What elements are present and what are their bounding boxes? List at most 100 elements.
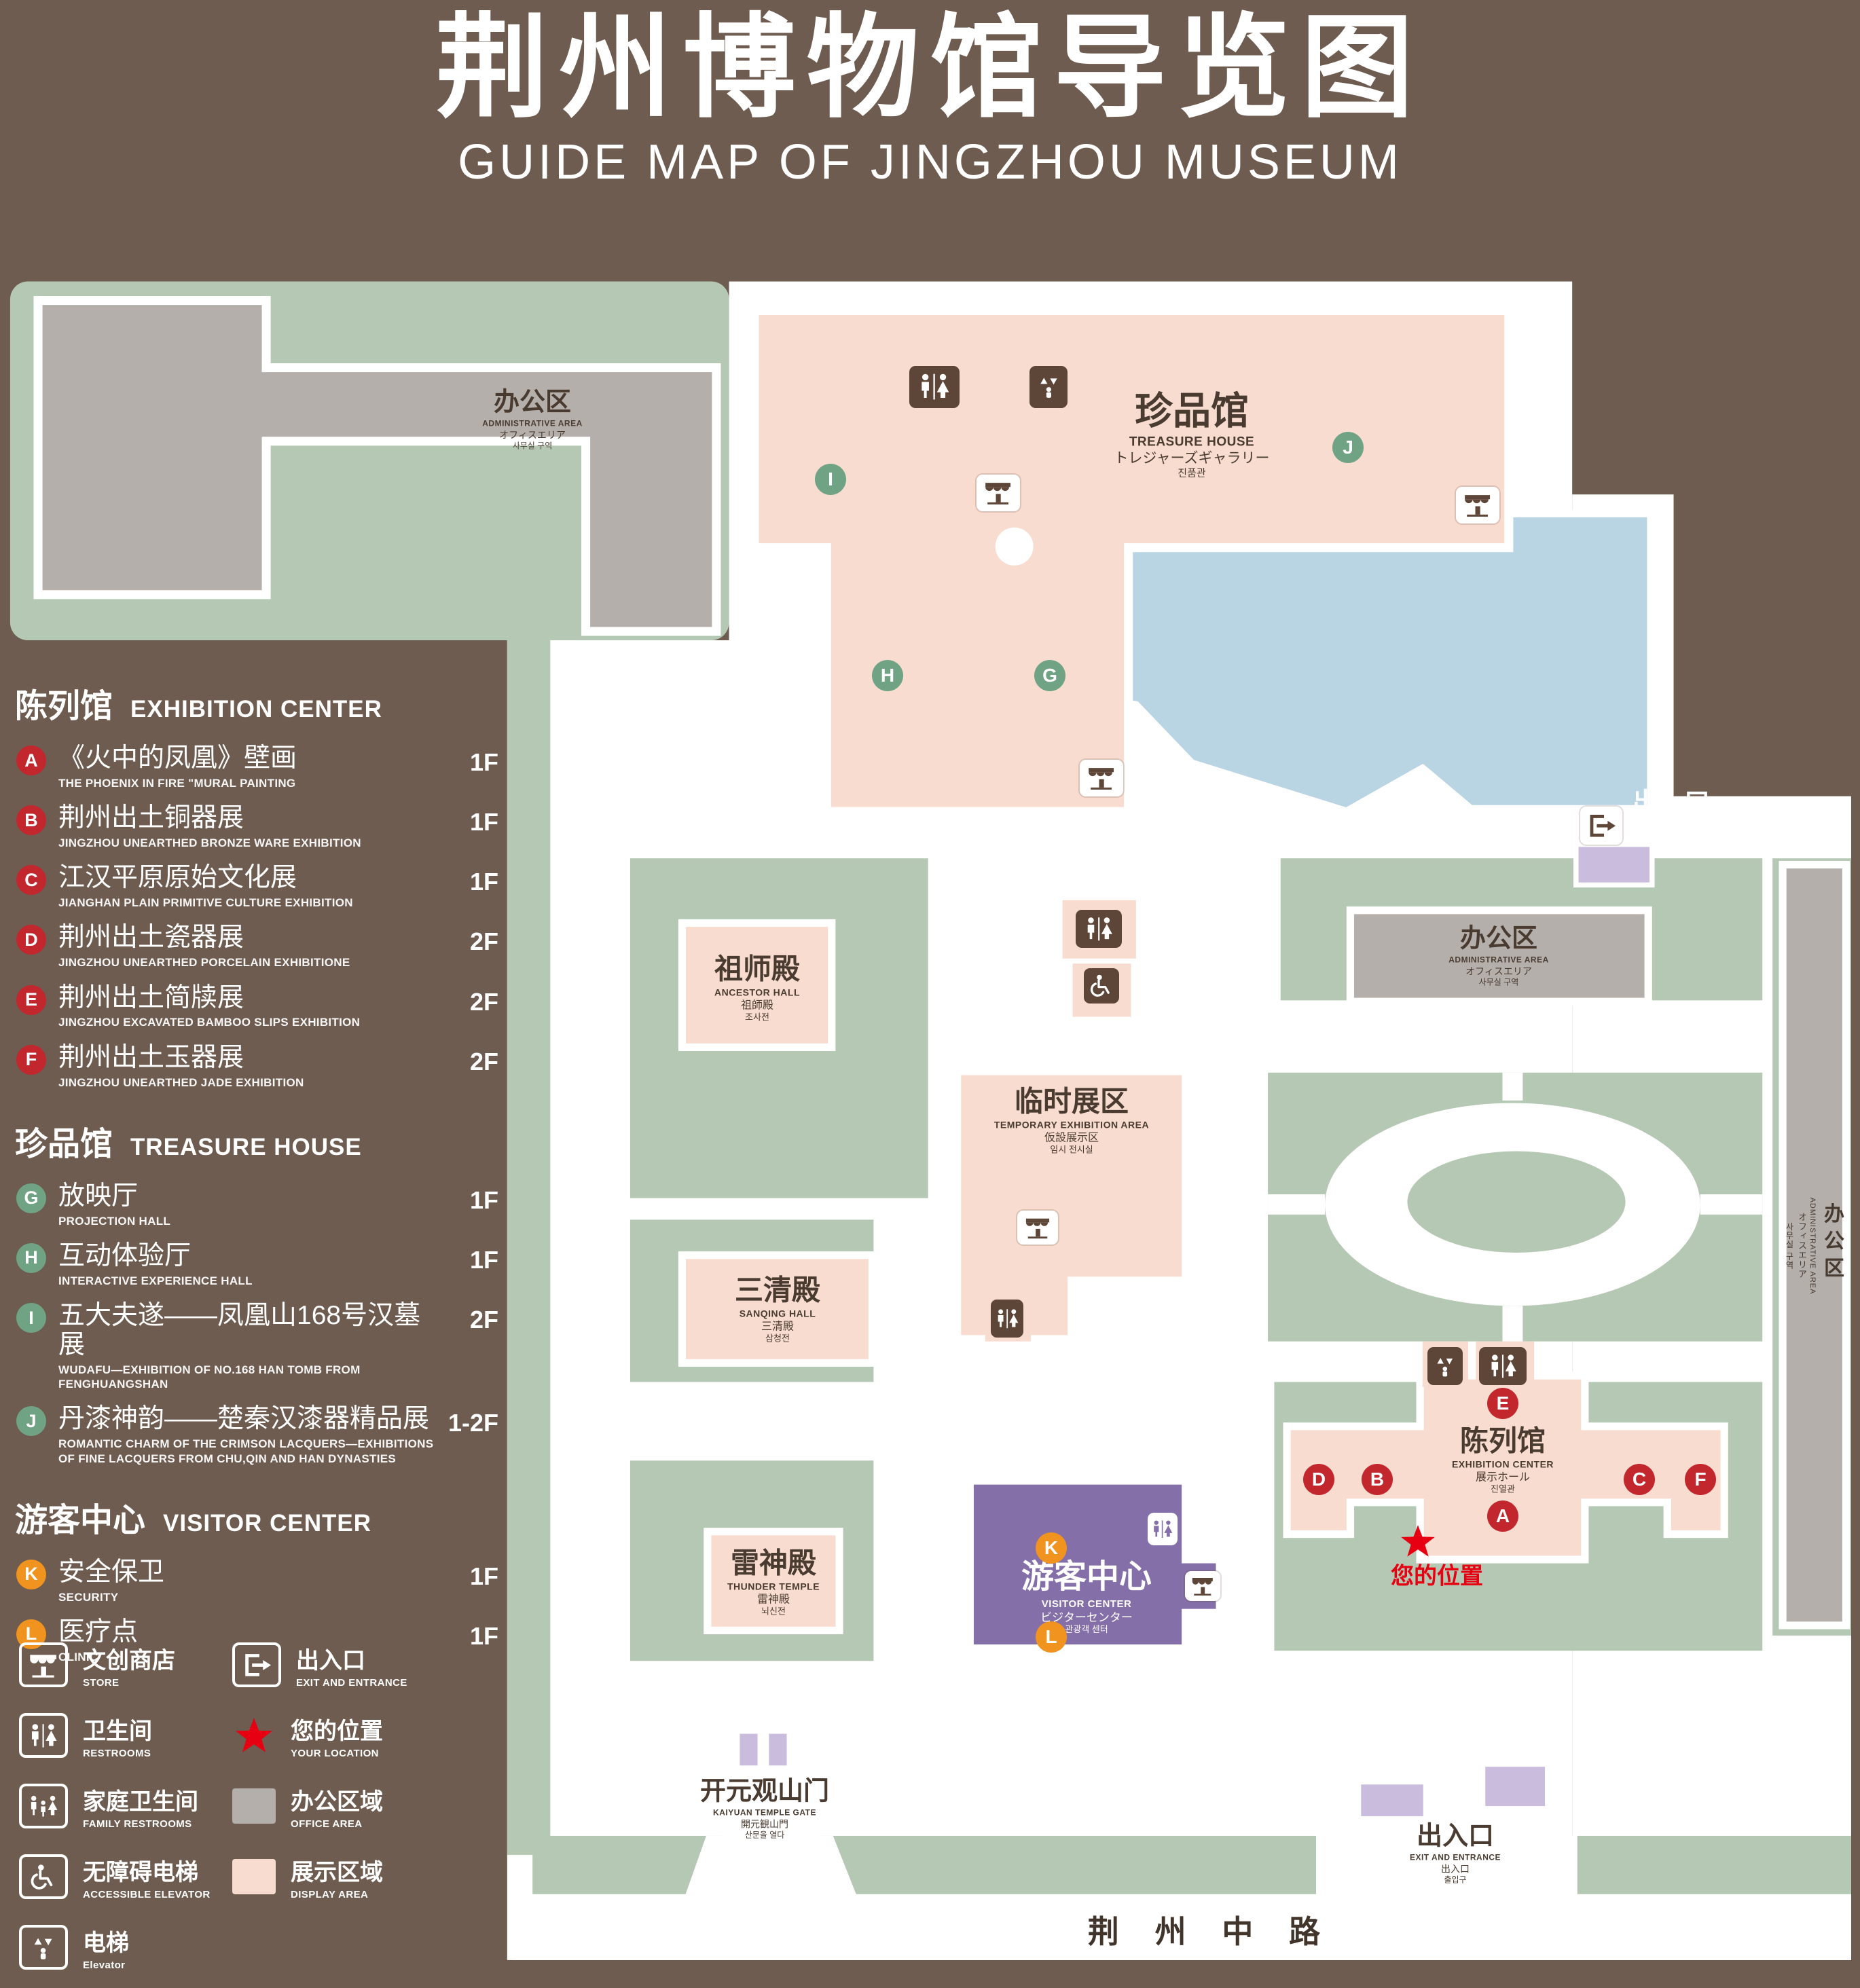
label-road: 荆 州 中 路 (1087, 1914, 1334, 1949)
label-thunder-temple: 雷神殿 THUNDER TEMPLE 雷神殿 뇌신전 (727, 1547, 820, 1617)
legend-item-e: E 荆州出土简牍展 JINGZHOU EXCAVATED BAMBOO SLIP… (15, 983, 498, 1030)
legend-item-j: J 丹漆神韵——楚秦汉漆器精品展 ROMANTIC CHARM OF THE C… (15, 1405, 498, 1465)
label-admin-se: 办公区 ADMINISTRATIVE AREA オフィスエリア 사무실 구역 (1785, 1197, 1843, 1295)
legend-item-f: F 荆州出土玉器展 JINGZHOU UNEARTHED JADE EXHIBI… (15, 1043, 498, 1090)
label-exhibition-center: 陈列馆 EXHIBITION CENTER 展示ホール 진열관 (1451, 1424, 1554, 1494)
floor-badge: 2F (469, 1047, 498, 1075)
gate-and-exit-paths (685, 1835, 1578, 1897)
marker-f: F (16, 1044, 46, 1075)
building-treasure-house (750, 306, 1514, 816)
legend-symbol-exit: 出入口 EXIT AND ENTRANCE (232, 1630, 504, 1700)
label-sanqing-hall: 三清殿 SANQING HALL 三清殿 삼청전 (734, 1274, 821, 1344)
marker-d: D (1303, 1464, 1334, 1495)
floor-badge: 1F (469, 748, 498, 776)
legend-symbol-restrooms: 卫生间 RESTROOMS (19, 1700, 243, 1771)
legend-item-a: A 《火中的凤凰》壁画 THE PHOENIX IN FIRE "MURAL P… (15, 743, 498, 790)
legend-item-i: I 五大夫遂——凤凰山168号汉墓展 WUDAFU—EXHIBITION OF … (15, 1301, 498, 1391)
label-ancestor-hall: 祖师殿 ANCESTOR HALL 祖師殿 조사전 (714, 953, 801, 1023)
restroom-icon (991, 1300, 1023, 1338)
legend-item-b: B 荆州出土铜器展 JINGZHOU UNEARTHED BRONZE WARE… (15, 803, 498, 850)
marker-e: E (1487, 1388, 1518, 1419)
floor-badge: 1-2F (448, 1409, 498, 1437)
legend-symbols-col-1: 文创商店 STORE 卫生间 RESTROOMS 家庭卫生间 FAMILY RE… (19, 1630, 243, 1983)
legend-section-header: 陈列馆 EXHIBITION CENTER (15, 688, 382, 724)
legend-symbol-display-area: 展示区域 DISPLAY AREA (232, 1841, 504, 1912)
legend-item-k: K 安全保卫 SECURITY 1F (15, 1558, 498, 1604)
legend-item-g: G 放映厅 PROJECTION HALL 1F (15, 1181, 498, 1228)
building-admin-se (1779, 860, 1850, 1630)
floor-badge: 2F (469, 987, 498, 1016)
family-restroom-icon (19, 1784, 68, 1828)
floor-badge: 1F (469, 1562, 498, 1590)
header: 荆州博物馆导览图 GUIDE MAP OF JINGZHOU MUSEUM (0, 5, 1860, 190)
building-exhibition-center (1283, 1372, 1728, 1564)
road (512, 1894, 1851, 1960)
office-buildings (33, 296, 1850, 1630)
store-icon (1185, 1571, 1220, 1601)
marker-k: K (1036, 1532, 1067, 1564)
your-location-star-icon (1399, 1523, 1437, 1560)
marker-h: H (16, 1242, 46, 1273)
legend-symbol-your-location: 您的位置 YOUR LOCATION (232, 1700, 504, 1771)
legend-symbol-office-area: 办公区域 OFFICE AREA (232, 1771, 504, 1841)
building-admin-nw (33, 296, 721, 636)
building-thunder-temple (704, 1528, 843, 1635)
display-area-swatch (232, 1859, 276, 1894)
label-exit-s: 出入口 EXIT AND ENTRANCE 出入口 출입구 (1409, 1822, 1501, 1885)
floor-badge: 2F (469, 927, 498, 956)
display-buildings (678, 306, 1728, 1635)
restroom-icon (19, 1713, 68, 1758)
exit-icon (232, 1642, 281, 1687)
marker-g: G (16, 1183, 46, 1213)
store-icon (1017, 1211, 1058, 1245)
legend-section-treasure-house: 珍品馆 TREASURE HOUSE G 放映厅 PROJECTION HALL… (15, 1117, 498, 1466)
legend-symbol-store: 文创商店 STORE (19, 1630, 243, 1700)
label-visitor-center: 游客中心 VISITOR CENTER ビジターセンター 관광객 센터 (1021, 1559, 1152, 1635)
floor-badge: 1F (469, 1245, 498, 1274)
legend-symbol-accessible-elevator: 无障碍电梯 ACCESSIBLE ELEVATOR (19, 1841, 243, 1912)
marker-j: J (1332, 432, 1364, 463)
page-title: 荆州博物馆导览图 (435, 5, 1425, 131)
elevator-icon (19, 1925, 68, 1970)
marker-d: D (16, 925, 46, 955)
floor-badge: 1F (469, 808, 498, 836)
legend-item-c: C 江汉平原原始文化展 JIANGHAN PLAIN PRIMITIVE CUL… (15, 863, 498, 910)
building-temporary-area (953, 1067, 1190, 1343)
marker-a: A (16, 746, 46, 775)
elevator-icon (1029, 366, 1068, 408)
label-your-location: 您的位置 (1391, 1563, 1483, 1589)
fountain (995, 527, 1034, 566)
store-icon (1456, 487, 1499, 523)
marker-l: L (1036, 1621, 1067, 1653)
floor-badge: 2F (469, 1306, 498, 1334)
marker-k: K (16, 1559, 46, 1589)
marker-h: H (872, 660, 903, 691)
marker-f: F (1685, 1464, 1716, 1495)
legend-section-header: 游客中心 VISITOR CENTER (15, 1502, 372, 1539)
legend-panel: 陈列馆 EXHIBITION CENTER A 《火中的凤凰》壁画 THE PH… (15, 679, 498, 1678)
building-admin-e (1346, 906, 1652, 1006)
restroom-icon (909, 366, 960, 408)
marker-i: I (16, 1303, 46, 1333)
your-location-star-icon (232, 1716, 276, 1755)
building-sanqing-hall (678, 1251, 877, 1367)
legend-section-header: 珍品馆 TREASURE HOUSE (15, 1126, 362, 1162)
page-subtitle: GUIDE MAP OF JINGZHOU MUSEUM (458, 135, 1402, 190)
marker-i: I (815, 464, 846, 495)
family-restroom-icon (1084, 968, 1119, 1004)
marker-e: E (16, 984, 46, 1015)
floor-badge: 1F (469, 1621, 498, 1650)
legend-section-exhibition-center: 陈列馆 EXHIBITION CENTER A 《火中的凤凰》壁画 THE PH… (15, 679, 498, 1090)
label-exit-ne: 出入口 EXIT AND ENTRANCE 出入口 출입구 (1625, 788, 1717, 851)
building-ancestor-hall (678, 919, 836, 1052)
store-icon (977, 475, 1020, 511)
accessible-elevator-icon (19, 1854, 68, 1899)
legend-symbols-col-2: 出入口 EXIT AND ENTRANCE 您的位置 YOUR LOCATION… (232, 1630, 504, 1912)
label-admin-nw: 办公区 ADMINISTRATIVE AREA オフィスエリア 사무실 구역 (482, 388, 583, 451)
store-icon (19, 1642, 68, 1687)
exit-icon (1580, 807, 1622, 845)
label-treasure-house: 珍品馆 TREASURE HOUSE トレジャーズギャラリー 진품관 (1114, 389, 1270, 480)
legend-symbol-family-restrooms: 家庭卫生间 FAMILY RESTROOMS (19, 1771, 243, 1841)
